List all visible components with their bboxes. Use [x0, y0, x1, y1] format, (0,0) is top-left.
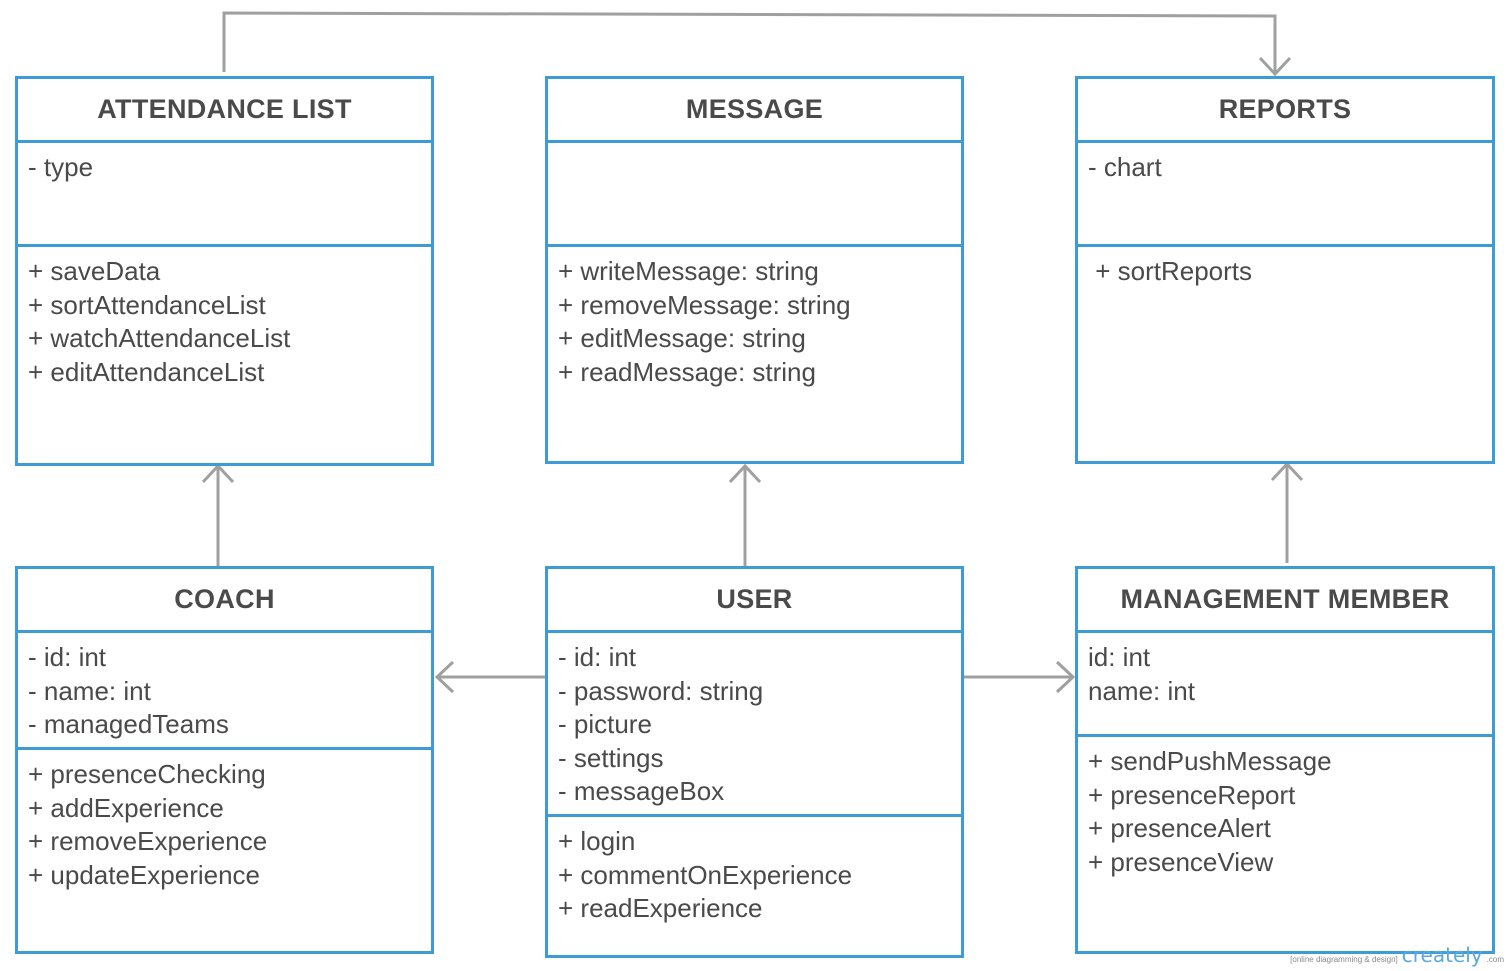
member-line: + presenceChecking	[28, 759, 266, 789]
watermark-brand: creately	[1401, 943, 1483, 967]
member-line: - settings	[558, 742, 664, 773]
class-methods: + login+ commentOnExperience+ readExperi…	[548, 817, 961, 926]
member-line: + removeMessage: string	[558, 289, 851, 320]
member-line: - picture	[558, 709, 652, 740]
member-line: - chart	[1088, 152, 1162, 182]
watermark-suffix: .com	[1486, 955, 1504, 964]
class-title: MESSAGE	[548, 79, 961, 143]
class-reports[interactable]: REPORTS - chart + sortReports	[1075, 76, 1495, 464]
arrow-user-to-coach	[434, 660, 547, 694]
watermark-tagline: [online diagramming & design]	[1290, 955, 1398, 964]
class-title: ATTENDANCE LIST	[18, 79, 431, 143]
member-line: + sortReports	[1088, 256, 1253, 286]
class-attributes: - id: int- name: int- managedTeams	[18, 633, 431, 750]
member-line: name: int	[1088, 675, 1195, 706]
class-message[interactable]: MESSAGE + writeMessage: string+ removeMe…	[545, 76, 964, 464]
member-line: + presenceAlert	[1088, 813, 1271, 844]
class-title: MANAGEMENT MEMBER	[1078, 569, 1492, 633]
member-line: + readExperience	[558, 893, 763, 924]
class-methods: + writeMessage: string+ removeMessage: s…	[548, 247, 961, 389]
member-line: + watchAttendanceList	[28, 323, 291, 354]
class-attributes: - type	[18, 143, 431, 247]
class-methods: + sortReports	[1078, 247, 1492, 289]
class-methods: + saveData+ sortAttendanceList+ watchAtt…	[18, 247, 431, 389]
class-coach[interactable]: COACH - id: int- name: int- managedTeams…	[15, 566, 434, 954]
member-line: - id: int	[558, 642, 637, 672]
member-line: - type	[28, 152, 94, 182]
arrow-user-to-management	[963, 660, 1076, 694]
member-line: - password: string	[558, 675, 764, 706]
member-line: + saveData	[28, 256, 161, 286]
member-line: - messageBox	[558, 776, 725, 807]
arrow-coach-to-attendance	[201, 463, 235, 566]
member-line: + presenceView	[1088, 846, 1274, 877]
creately-watermark: [online diagramming & design] creately .…	[1290, 943, 1504, 967]
arrow-user-to-message	[728, 463, 762, 566]
class-attendance-list[interactable]: ATTENDANCE LIST - type + saveData+ sortA…	[15, 76, 434, 466]
member-line: id: int	[1088, 642, 1151, 672]
member-line: - id: int	[28, 642, 107, 672]
member-line: + readMessage: string	[558, 356, 816, 387]
class-attributes	[548, 143, 961, 247]
member-line: + addExperience	[28, 792, 224, 823]
arrow-attendance-to-reports	[222, 11, 1292, 77]
class-attributes: - chart	[1078, 143, 1492, 247]
class-title: REPORTS	[1078, 79, 1492, 143]
member-line: + editMessage: string	[558, 323, 806, 354]
arrow-management-to-reports	[1270, 461, 1304, 563]
member-line: + sortAttendanceList	[28, 289, 266, 320]
member-line: + presenceReport	[1088, 779, 1296, 810]
member-line: + sendPushMessage	[1088, 746, 1332, 776]
member-line: + editAttendanceList	[28, 356, 265, 387]
class-title: USER	[548, 569, 961, 633]
member-line: + login	[558, 826, 636, 856]
member-line: + commentOnExperience	[558, 859, 853, 890]
class-user[interactable]: USER - id: int- password: string- pictur…	[545, 566, 964, 958]
class-methods: + sendPushMessage+ presenceReport+ prese…	[1078, 737, 1492, 879]
member-line: + writeMessage: string	[558, 256, 819, 286]
class-attributes: - id: int- password: string- picture- se…	[548, 633, 961, 817]
member-line: - managedTeams	[28, 709, 229, 740]
class-title: COACH	[18, 569, 431, 633]
member-line: + removeExperience	[28, 826, 268, 857]
member-line: + updateExperience	[28, 859, 261, 890]
class-methods: + presenceChecking+ addExperience+ remov…	[18, 750, 431, 892]
member-line: - name: int	[28, 675, 151, 706]
